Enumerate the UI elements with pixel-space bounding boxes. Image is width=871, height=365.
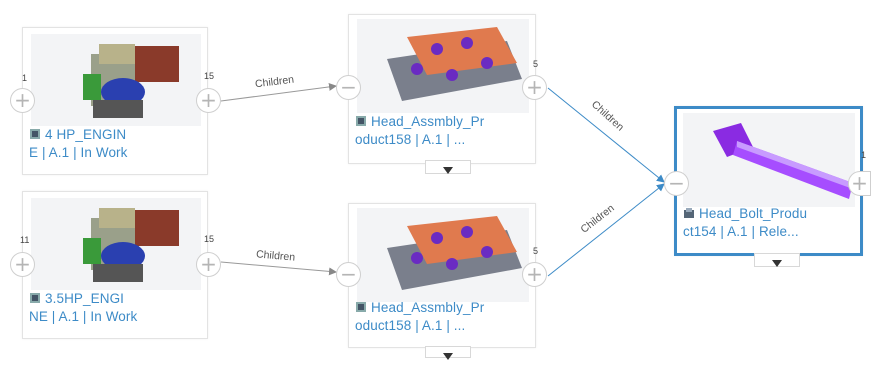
expand-children-button[interactable]: + bbox=[522, 75, 547, 100]
expand-icon[interactable] bbox=[425, 160, 471, 174]
right-count: 5 bbox=[533, 59, 539, 69]
head-assembly-thumbnail bbox=[357, 19, 529, 113]
engine-thumbnail bbox=[31, 34, 201, 126]
engine-thumbnail bbox=[31, 198, 201, 290]
link-n3-n5 bbox=[547, 87, 665, 183]
node-head-bolt-product[interactable]: Head_Bolt_Produ ct154 | A.1 | Rele... bbox=[674, 106, 863, 256]
assembly-icon bbox=[30, 129, 40, 139]
assembly-icon bbox=[30, 293, 40, 303]
left-count: 11 bbox=[20, 235, 30, 245]
link-n4-n5 bbox=[547, 183, 665, 277]
node-title-line2: NE | A.1 | In Work bbox=[29, 309, 138, 324]
node-label[interactable]: Head_Assmbly_Pr oduct158 | A.1 | ... bbox=[355, 113, 484, 149]
node-title-line1: 4 HP_ENGIN bbox=[45, 127, 127, 142]
bolt-thumbnail bbox=[683, 113, 855, 207]
node-3-5hp-engine[interactable]: 3.5HP_ENGI NE | A.1 | In Work bbox=[22, 191, 208, 339]
node-title-line1: Head_Assmbly_Pr bbox=[371, 114, 485, 129]
assembly-icon bbox=[356, 116, 366, 126]
node-title-line1: Head_Assmbly_Pr bbox=[371, 300, 485, 315]
right-count: 15 bbox=[204, 234, 215, 244]
right-count: 5 bbox=[533, 246, 539, 256]
edge-label-children: Children bbox=[255, 248, 296, 264]
assembly-icon bbox=[356, 302, 366, 312]
node-label[interactable]: 3.5HP_ENGI NE | A.1 | In Work bbox=[29, 290, 137, 326]
node-title-line2: oduct158 | A.1 | ... bbox=[355, 318, 466, 333]
edge-label-children: Children bbox=[589, 98, 627, 134]
node-title-line2: ct154 | A.1 | Rele... bbox=[683, 224, 799, 239]
right-count: 15 bbox=[204, 71, 215, 81]
node-title-line2: E | A.1 | In Work bbox=[29, 145, 128, 160]
edge-label-children: Children bbox=[254, 73, 295, 91]
right-count: 1 bbox=[861, 150, 867, 160]
expand-parents-button[interactable]: + bbox=[10, 88, 35, 113]
node-label[interactable]: 4 HP_ENGIN E | A.1 | In Work bbox=[29, 126, 128, 162]
collapse-parents-button[interactable]: − bbox=[336, 75, 361, 100]
expand-children-button[interactable]: + bbox=[848, 171, 871, 196]
node-head-assembly-top[interactable]: Head_Assmbly_Pr oduct158 | A.1 | ... bbox=[348, 14, 536, 164]
expand-icon[interactable] bbox=[754, 253, 800, 267]
collapse-parents-button[interactable]: − bbox=[336, 262, 361, 287]
link-n2-n4 bbox=[220, 261, 337, 276]
expand-children-button[interactable]: + bbox=[196, 88, 221, 113]
expand-parents-button[interactable]: + bbox=[10, 252, 35, 277]
node-title-line2: oduct158 | A.1 | ... bbox=[355, 132, 466, 147]
node-title-line1: Head_Bolt_Produ bbox=[699, 206, 808, 221]
node-title-line1: 3.5HP_ENGI bbox=[45, 291, 125, 306]
part-icon bbox=[684, 208, 694, 218]
expand-icon[interactable] bbox=[425, 346, 471, 360]
expand-children-button[interactable]: + bbox=[522, 262, 547, 287]
collapse-parents-button[interactable]: − bbox=[664, 171, 689, 196]
edge-label-children: Children bbox=[578, 202, 617, 236]
node-label[interactable]: Head_Assmbly_Pr oduct158 | A.1 | ... bbox=[355, 299, 484, 335]
node-label[interactable]: Head_Bolt_Produ ct154 | A.1 | Rele... bbox=[683, 205, 807, 241]
head-assembly-thumbnail bbox=[357, 208, 529, 302]
expand-children-button[interactable]: + bbox=[196, 252, 221, 277]
link-n1-n3 bbox=[220, 82, 337, 102]
node-4hp-engine[interactable]: 4 HP_ENGIN E | A.1 | In Work bbox=[22, 27, 208, 175]
left-count: 1 bbox=[22, 73, 28, 83]
node-head-assembly-bottom[interactable]: Head_Assmbly_Pr oduct158 | A.1 | ... bbox=[348, 203, 536, 348]
